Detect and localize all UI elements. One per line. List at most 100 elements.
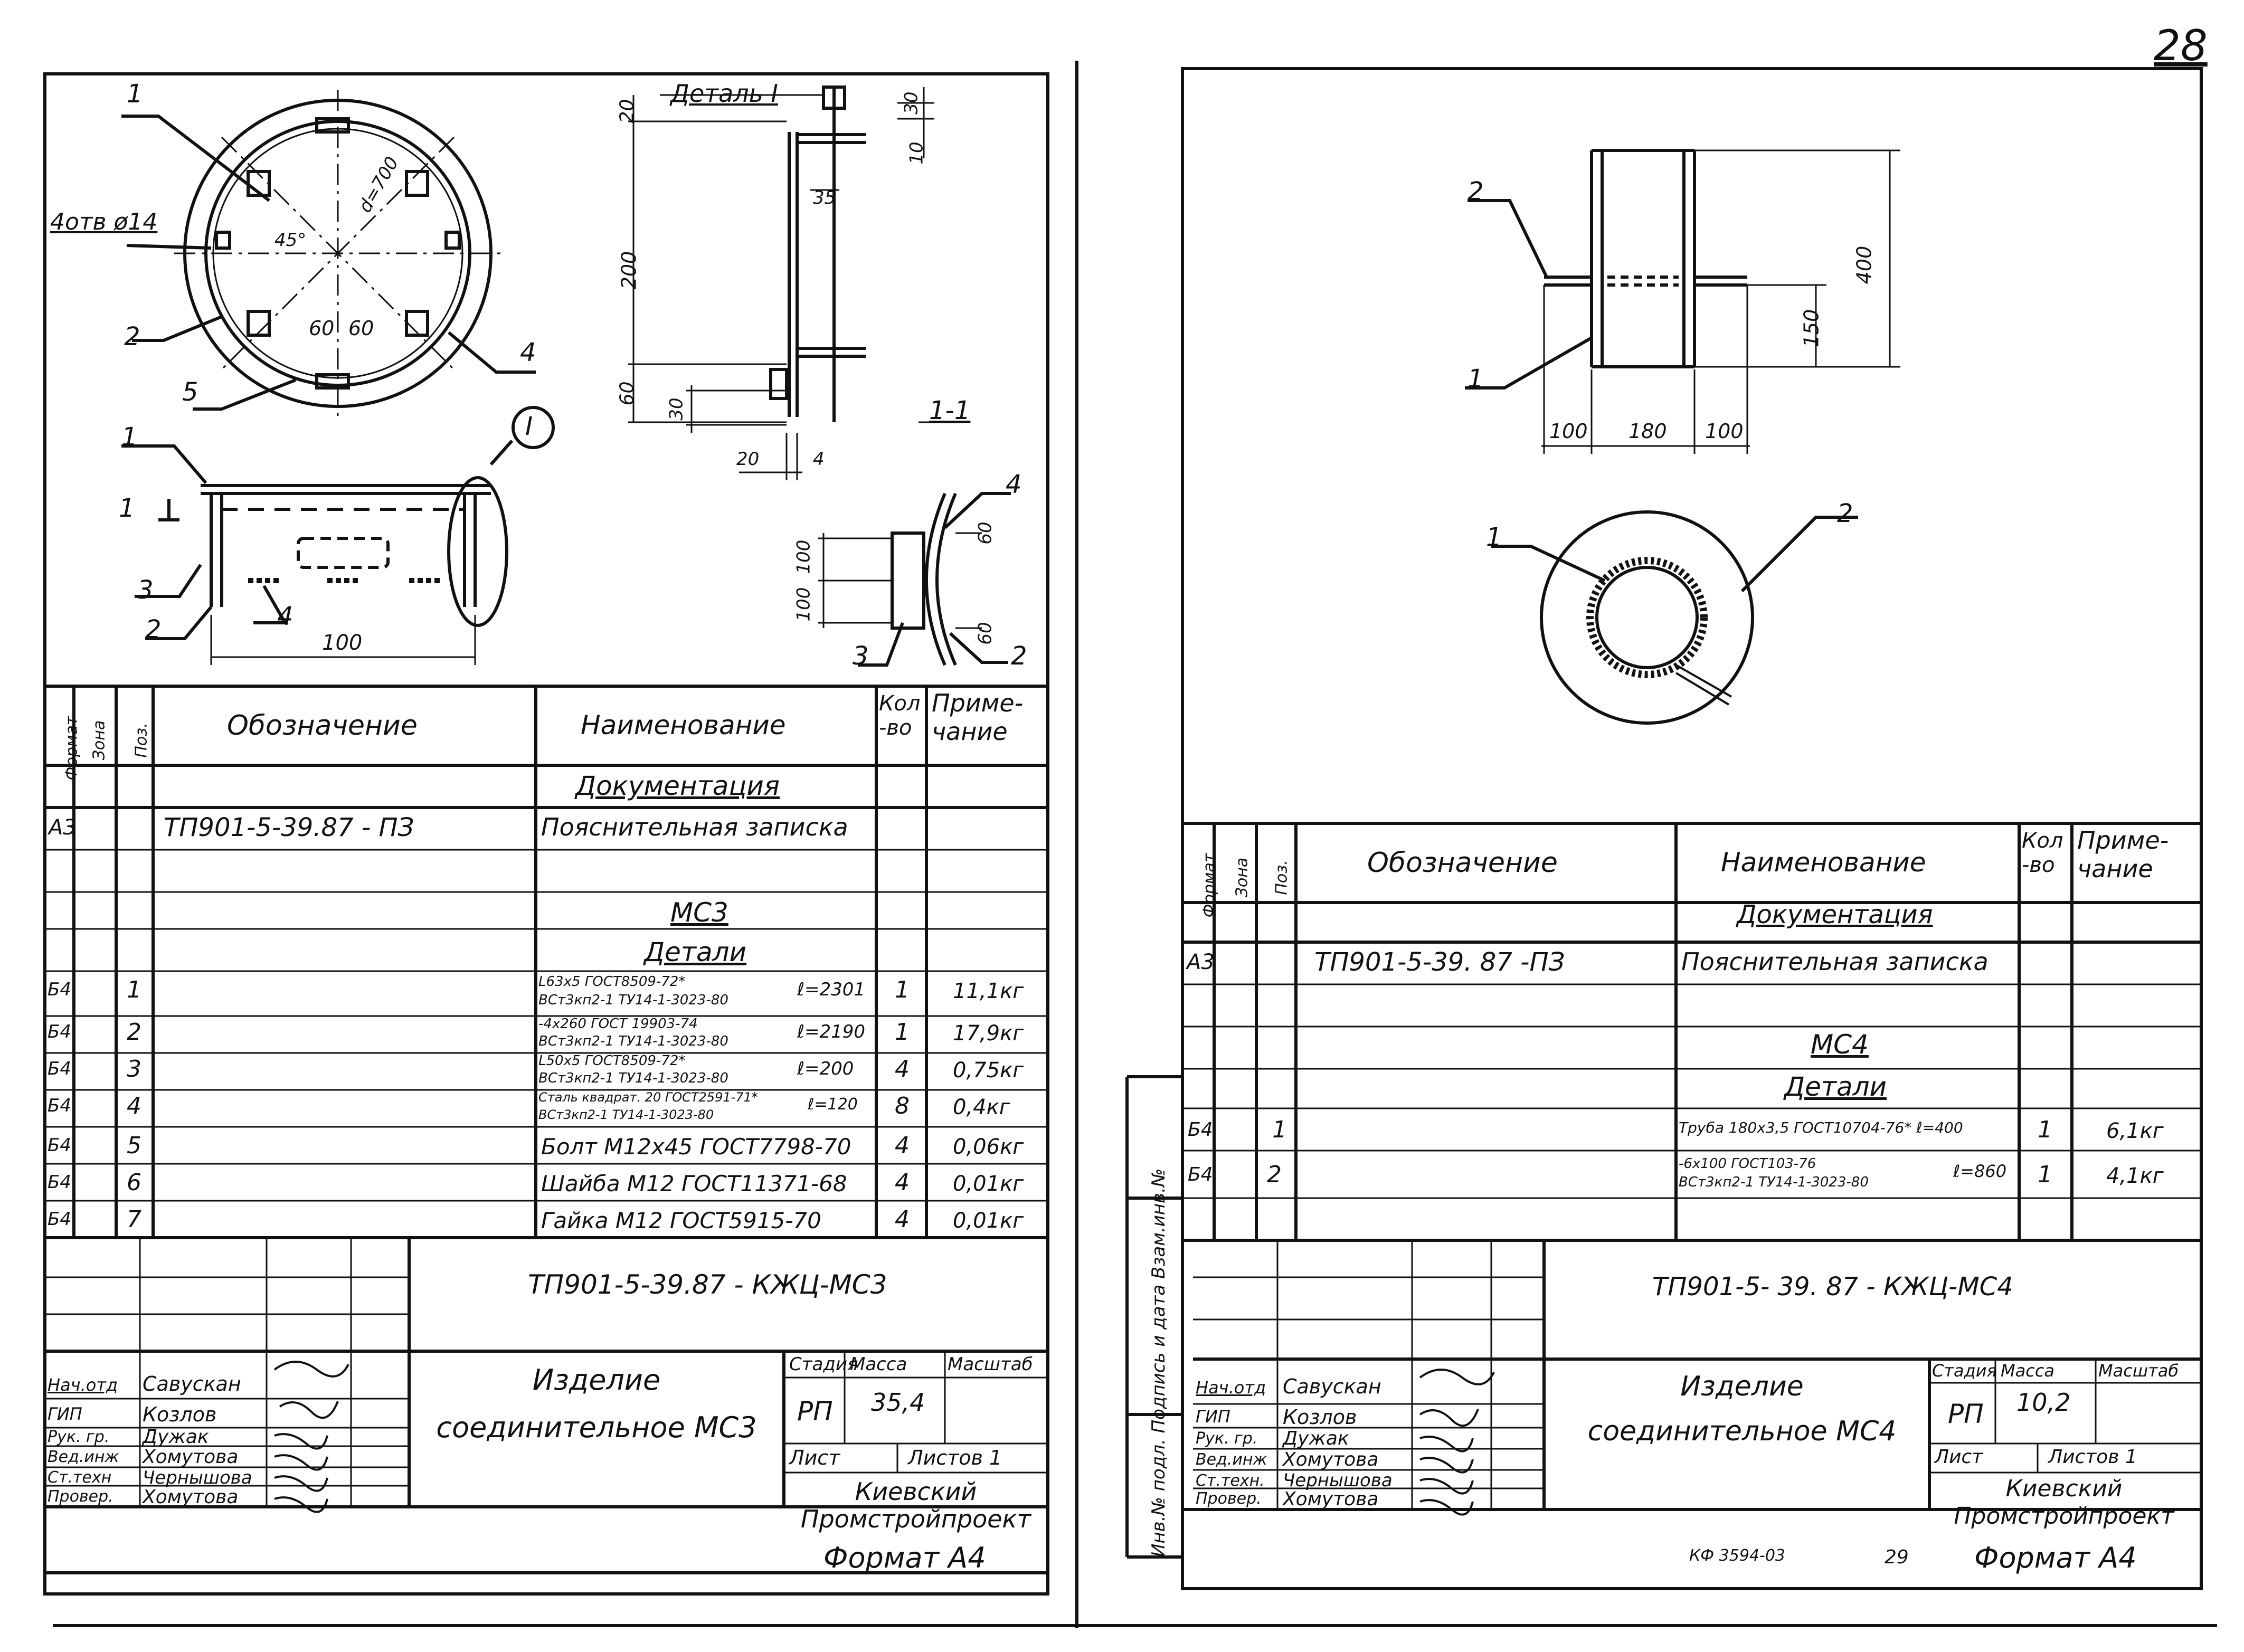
label-d100c: 100 — [793, 587, 815, 622]
signer-role: Вед.инж — [48, 1448, 119, 1466]
label-d200: 200 — [617, 251, 641, 290]
r-col-qty: Кол-во — [2022, 829, 2063, 877]
signer-role: Ст.техн — [48, 1468, 112, 1487]
table-row-qty: 1 — [2038, 1161, 2052, 1188]
signer-role: Нач.отд — [1196, 1378, 1266, 1398]
table-row-format: Б4 — [48, 1172, 71, 1193]
table-row-name: Шайба М12 ГОСТ11371-68 — [541, 1171, 847, 1197]
r-col-pos: Поз. — [1272, 860, 1291, 895]
label-d100b: 100 — [793, 539, 815, 574]
signer-role: Провер. — [48, 1487, 113, 1506]
signer-name: Савускан — [1283, 1375, 1381, 1398]
table-row-qty: 4 — [895, 1169, 910, 1196]
label-pos-3: 3 — [137, 575, 154, 605]
r-label-pos-2: 2 — [1467, 177, 1484, 206]
label-pos-1: 1 — [127, 79, 143, 109]
table-row-name-2: ВСт3кп2-1 ТУ14-1-3023-80 — [538, 1070, 728, 1086]
table-row-qty: 1 — [895, 1019, 910, 1046]
table-row-len: ℓ=2301 — [797, 979, 866, 1000]
right-stage: РП — [1948, 1399, 1984, 1429]
right-section-doc: Документация — [1737, 900, 1933, 929]
label-d100a: 100 — [322, 631, 363, 655]
signer-role: Рук. гр. — [1196, 1429, 1258, 1448]
table-row-pos: 7 — [127, 1206, 141, 1233]
right-mass-label: Масса — [2001, 1361, 2055, 1381]
table-row-note: 0,06кг — [953, 1135, 1024, 1159]
signer-role: Провер. — [1196, 1489, 1262, 1508]
table-row-pos: 2 — [127, 1019, 141, 1046]
table-row-name-1: -4x260 ГОСТ 19903-74 — [538, 1016, 698, 1032]
signer-name: Чернышова — [143, 1467, 252, 1488]
label-detail-mark: I — [525, 412, 533, 441]
table-row-format: Б4 — [1188, 1119, 1213, 1141]
left-stage: РП — [797, 1396, 833, 1427]
table-row-note: 17,9кг — [953, 1021, 1024, 1046]
r-col-name: Наименование — [1721, 847, 1926, 878]
right-doc-designation: ТП901-5-39. 87 -ПЗ — [1314, 947, 1565, 977]
signer-role: Ст.техн. — [1196, 1471, 1265, 1490]
table-row-name: Труба 180x3,5 ГОСТ10704-76* ℓ=400 — [1679, 1119, 1963, 1136]
label-holes: 4отв ø14 — [50, 208, 158, 235]
left-detail-view — [628, 86, 961, 480]
right-assembly: МС4 — [1811, 1029, 1869, 1060]
col-designation: Обозначение — [227, 710, 418, 742]
signer-name: Дужак — [143, 1426, 209, 1448]
r-col-zone: Зона — [1233, 857, 1252, 898]
signer-name: Хомутова — [1283, 1488, 1379, 1510]
table-row-qty: 1 — [2038, 1116, 2052, 1143]
table-row-pos: 4 — [127, 1093, 141, 1119]
signer-role: ГИП — [1196, 1407, 1230, 1427]
label-d60: 60 — [616, 381, 638, 406]
label-d10: 10 — [906, 141, 927, 165]
table-row-qty: 4 — [895, 1132, 910, 1159]
label-pos-4c: 4 — [1006, 470, 1022, 499]
right-details-title: Детали — [1784, 1071, 1887, 1102]
table-row-name-1: L63x5 ГОСТ8509-72* — [538, 974, 686, 990]
left-stage-label: Стадия — [789, 1354, 858, 1375]
left-mass: 35,4 — [871, 1388, 925, 1417]
signer-name: Козлов — [143, 1403, 217, 1426]
label-d30a: 30 — [666, 397, 687, 421]
table-row-format: Б4 — [48, 1021, 71, 1042]
table-row-note: 0,01кг — [953, 1172, 1024, 1196]
label-section-cut: 1 — [119, 493, 135, 523]
r-label-pos-1b: 1 — [1486, 523, 1502, 552]
signer-name: Савускан — [143, 1372, 241, 1395]
left-title-code: ТП901-5-39.87 - КЖЦ-МС3 — [528, 1269, 887, 1300]
table-row-len: ℓ=860 — [1953, 1161, 2007, 1181]
r-col-designation: Обозначение — [1367, 847, 1558, 879]
right-ring-view — [1491, 510, 1858, 725]
label-pos-2c: 2 — [1011, 641, 1027, 671]
detail-title: Деталь I — [670, 79, 778, 108]
bottom-page: 29 — [1885, 1546, 1909, 1568]
right-pipe-view — [1465, 149, 1900, 454]
table-row-note: 6,1кг — [2106, 1119, 2164, 1143]
table-row-len: ℓ=120 — [808, 1095, 858, 1114]
bottom-stamp: КФ 3594-03 — [1689, 1546, 1786, 1565]
right-sheet-frame — [1181, 67, 2203, 1590]
table-row-pos: 1 — [1272, 1116, 1287, 1143]
signer-name: Козлов — [1283, 1406, 1357, 1429]
signer-name: Хомутова — [143, 1446, 239, 1468]
left-bolt-detail — [818, 492, 1011, 667]
label-angle: 45° — [274, 230, 307, 251]
side-stamp: Инв.№ подл. Подпись и дата Взам.инв.№ — [1148, 1168, 1169, 1557]
signer-name: Хомутова — [143, 1486, 239, 1508]
left-mass-label: Масса — [850, 1354, 907, 1375]
left-scale-label: Масштаб — [948, 1354, 1033, 1375]
table-row-name: Гайка М12 ГОСТ5915-70 — [541, 1208, 821, 1233]
table-row-qty: 4 — [895, 1056, 910, 1083]
table-row-pos: 3 — [127, 1056, 141, 1083]
label-d4: 4 — [813, 449, 825, 470]
left-sheet-frame — [43, 72, 1049, 1596]
left-sheet-label: Лист — [789, 1446, 840, 1469]
r-label-d400: 400 — [1852, 245, 1876, 284]
right-doc-name: Пояснительная записка — [1681, 947, 1989, 976]
table-row-qty: 8 — [895, 1093, 910, 1119]
signer-name: Чернышова — [1283, 1470, 1393, 1491]
left-doc-format: А3 — [49, 815, 77, 840]
label-d20: 20 — [616, 99, 638, 124]
label-d60d: 60 — [974, 622, 996, 645]
table-row-name-2: ВСт3кп2-1 ТУ14-1-3023-80 — [538, 1107, 714, 1122]
